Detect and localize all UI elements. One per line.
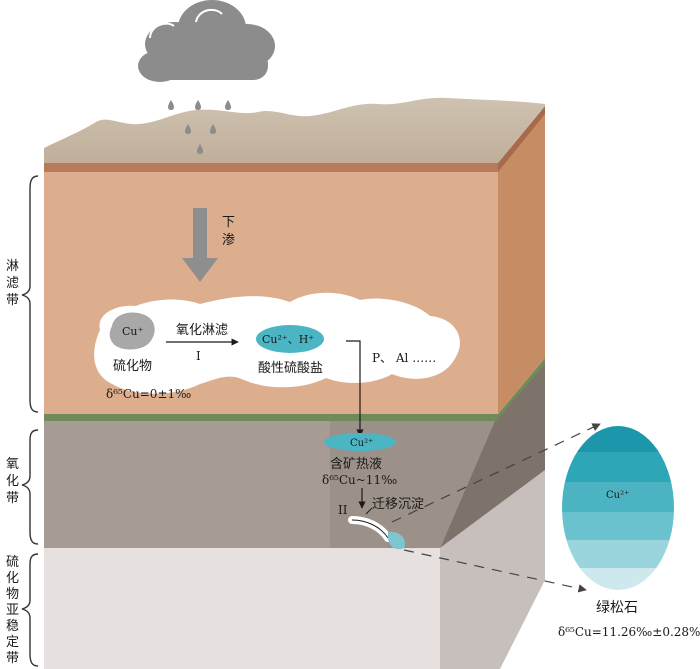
sulfide-zone-label: 硫 化 物 亚 稳 定 带 (6, 555, 23, 666)
other-elements: P、 Al …… (372, 351, 436, 365)
turquoise-deposit (387, 531, 405, 550)
sulfide-zone-brace (21, 553, 39, 667)
raindrop-icons (168, 100, 231, 154)
cloud-icon (138, 0, 275, 82)
leaching-zone-label: 淋 滤 带 (6, 259, 23, 308)
fluid-blob (324, 433, 396, 451)
pointer-dash-top (391, 423, 601, 523)
ground-surface (44, 97, 545, 163)
acid-ion-blob (256, 325, 324, 353)
fluid-delta: δ⁶⁵Cu~11‰ (322, 473, 397, 487)
oxidation-zone-side (440, 362, 545, 548)
sulfide-ion: Cu⁺ (122, 325, 144, 338)
infiltration-label-2: 渗 (222, 233, 235, 248)
sulfide-delta: δ⁶⁵Cu=0±1‰ (106, 387, 191, 401)
mineral-ion: Cu²⁺ (606, 490, 629, 501)
green-boundary-band (44, 358, 545, 421)
mineral-name: 绿松石 (596, 600, 638, 616)
fluid-ion: Cu²⁺ (350, 438, 373, 449)
mineral-delta: δ⁶⁵Cu=11.26‰±0.28‰ (558, 625, 700, 639)
turquoise-mineral-oval (562, 426, 674, 590)
oxidation-zone-brace (21, 429, 39, 545)
infiltration-arrow-icon (182, 208, 218, 282)
downflow-arrow (346, 340, 364, 437)
leaching-zone-side (498, 112, 545, 414)
sulfide-blob (109, 312, 155, 350)
oxidative-leaching-label: 氧化淋滤 (176, 323, 228, 338)
soil-strip (44, 163, 498, 172)
acid-ions: Cu²⁺、H⁺ (262, 333, 314, 346)
migration-label: 迁移沉淀 (372, 497, 424, 512)
leaching-zone-brace (21, 175, 39, 413)
step-two-label: II (338, 503, 348, 517)
acid-name: 酸性硫酸盐 (258, 361, 323, 376)
migration-bent-arrow-outline (351, 519, 389, 539)
oxidation-zone-label: 氧 化 带 (6, 457, 23, 506)
oxidation-zone-front (44, 418, 496, 548)
sulfide-name: 硫化物 (113, 359, 152, 374)
pointer-dash-bottom (403, 549, 587, 593)
soil-strip-side (498, 106, 545, 172)
step-one-label: I (196, 349, 201, 363)
migration-pointer (365, 507, 373, 515)
infiltration-label-1: 下 (222, 215, 235, 230)
fluid-name: 含矿热液 (330, 456, 382, 472)
sulfide-zone-front (44, 548, 440, 669)
